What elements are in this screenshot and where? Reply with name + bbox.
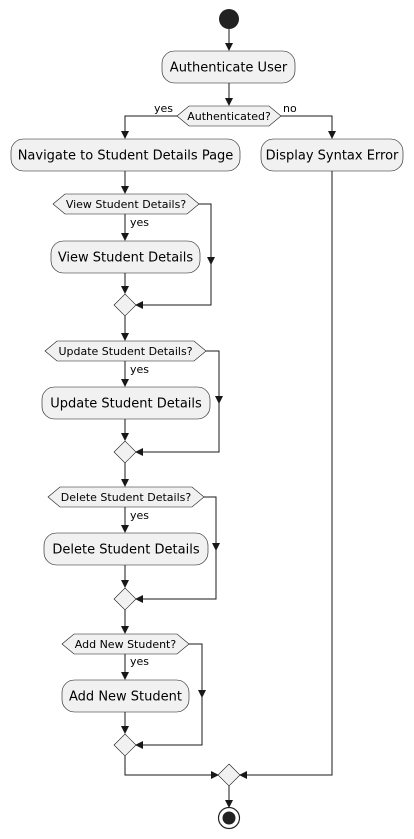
arrow-head: [121, 186, 129, 194]
activity-navigate: Navigate to Student Details Page: [10, 138, 241, 172]
arrow-head: [121, 233, 129, 241]
arrow-head: [121, 433, 129, 441]
arrow-head: [198, 690, 206, 698]
svg-text:Authenticated?: Authenticated?: [187, 110, 271, 123]
arrow-head: [135, 595, 143, 603]
branch-label-yes: yes: [130, 363, 149, 376]
activity-display-syntax-error: Display Syntax Error: [260, 138, 404, 172]
svg-text:Update Student Details: Update Student Details: [50, 397, 202, 412]
branch-label-yes: yes: [130, 655, 149, 668]
svg-text:Authenticate User: Authenticate User: [170, 61, 288, 76]
arrow-head: [135, 448, 143, 456]
arrow-head: [121, 379, 129, 387]
activity-view-student-details: View Student Details: [50, 240, 201, 274]
svg-text:Add New Student?: Add New Student?: [75, 638, 177, 651]
decision-authenticated: Authenticated?: [176, 105, 282, 127]
decision-update-student-details: Update Student Details?: [44, 340, 207, 362]
arrow-head: [239, 771, 247, 779]
svg-text:View Student Details?: View Student Details?: [66, 198, 187, 211]
arrow-head: [225, 98, 233, 106]
arrow-head: [121, 286, 129, 294]
activity-add-new-student: Add New Student: [61, 679, 190, 713]
arrow-head: [121, 580, 129, 588]
svg-text:Update Student Details?: Update Student Details?: [58, 345, 192, 358]
branch-label-yes: yes: [130, 509, 149, 522]
arrow-head: [211, 771, 219, 779]
arrow-head: [121, 131, 129, 139]
branch-label-yes: yes: [130, 216, 149, 229]
arrow-head: [207, 257, 215, 265]
arrow-head: [121, 525, 129, 533]
decision-delete-student-details: Delete Student Details?: [47, 486, 205, 508]
start-node: [219, 9, 239, 29]
activity-delete-student-details: Delete Student Details: [43, 532, 209, 566]
arrow-head: [215, 396, 223, 404]
svg-text:Delete Student Details: Delete Student Details: [52, 543, 199, 558]
arrow-head: [328, 131, 336, 139]
edge-syntax-error-to-end-merge: [241, 171, 333, 776]
svg-text:Add New Student: Add New Student: [69, 690, 182, 705]
edge-view-no: [137, 203, 212, 306]
svg-text:Delete Student Details?: Delete Student Details?: [61, 491, 192, 504]
arrow-head: [121, 672, 129, 680]
merge-delete: [113, 587, 137, 611]
arrow-head: [121, 333, 129, 341]
svg-text:View Student Details: View Student Details: [58, 251, 194, 266]
arrow-head: [225, 43, 233, 51]
arrow-head: [135, 301, 143, 309]
svg-text:Navigate to Student Details Pa: Navigate to Student Details Page: [18, 149, 234, 164]
decision-add-new-student: Add New Student?: [61, 633, 190, 655]
arrow-head: [225, 800, 233, 808]
merge-final: [217, 763, 241, 787]
end-node: [217, 806, 241, 830]
branch-label-yes: yes: [154, 102, 173, 115]
activity-update-student-details: Update Student Details: [41, 386, 211, 420]
arrow-head: [121, 626, 129, 634]
merge-update: [113, 440, 137, 464]
arrow-head: [121, 726, 129, 734]
edge-no-syntax-error: [281, 115, 333, 137]
branch-label-no: no: [283, 102, 297, 115]
edge-yes-navigate: [124, 115, 177, 137]
arrow-head: [212, 543, 220, 551]
activity-authenticate-user: Authenticate User: [161, 50, 296, 84]
merge-view: [113, 293, 137, 317]
arrow-head: [135, 741, 143, 749]
merge-add: [113, 733, 137, 757]
decision-view-student-details: View Student Details?: [52, 193, 200, 215]
svg-text:Display Syntax Error: Display Syntax Error: [266, 149, 399, 164]
edge-yes-branch-to-end-merge: [124, 756, 217, 776]
arrow-head: [121, 479, 129, 487]
